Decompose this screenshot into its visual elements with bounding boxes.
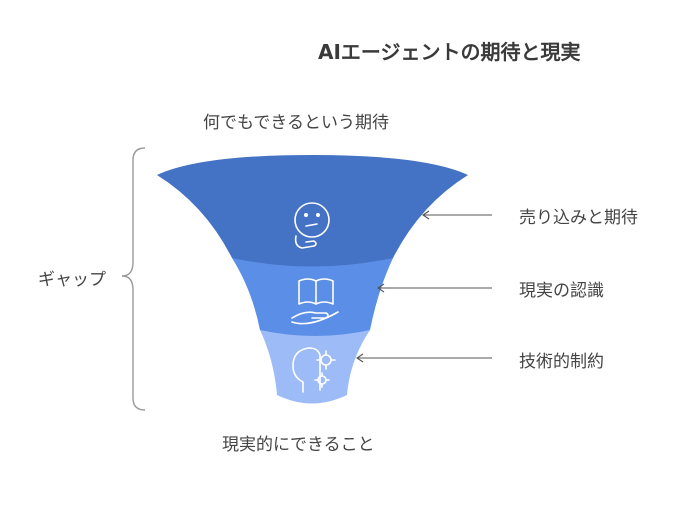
stage-label-reality: 現実の認識 bbox=[519, 281, 604, 301]
gap-label: ギャップ bbox=[38, 270, 106, 290]
funnel-segment-reality bbox=[232, 258, 393, 336]
open-book-hand-icon bbox=[291, 278, 339, 325]
funnel-segment-expectation bbox=[157, 155, 468, 267]
diagram-title: AIエージェントの期待と現実 bbox=[318, 40, 581, 64]
top-caption: 何でもできるという期待 bbox=[203, 113, 389, 133]
gear-head-icon bbox=[292, 347, 336, 393]
thinking-face-icon bbox=[294, 202, 330, 249]
bottom-caption: 現実的にできること bbox=[222, 435, 375, 455]
stage-arrows bbox=[356, 210, 492, 363]
funnel-segment-constraints bbox=[260, 330, 370, 404]
stage-label-constraints: 技術的制約 bbox=[519, 352, 604, 372]
gap-brace bbox=[121, 147, 146, 411]
stage-label-expectation: 売り込みと期待 bbox=[519, 208, 638, 228]
